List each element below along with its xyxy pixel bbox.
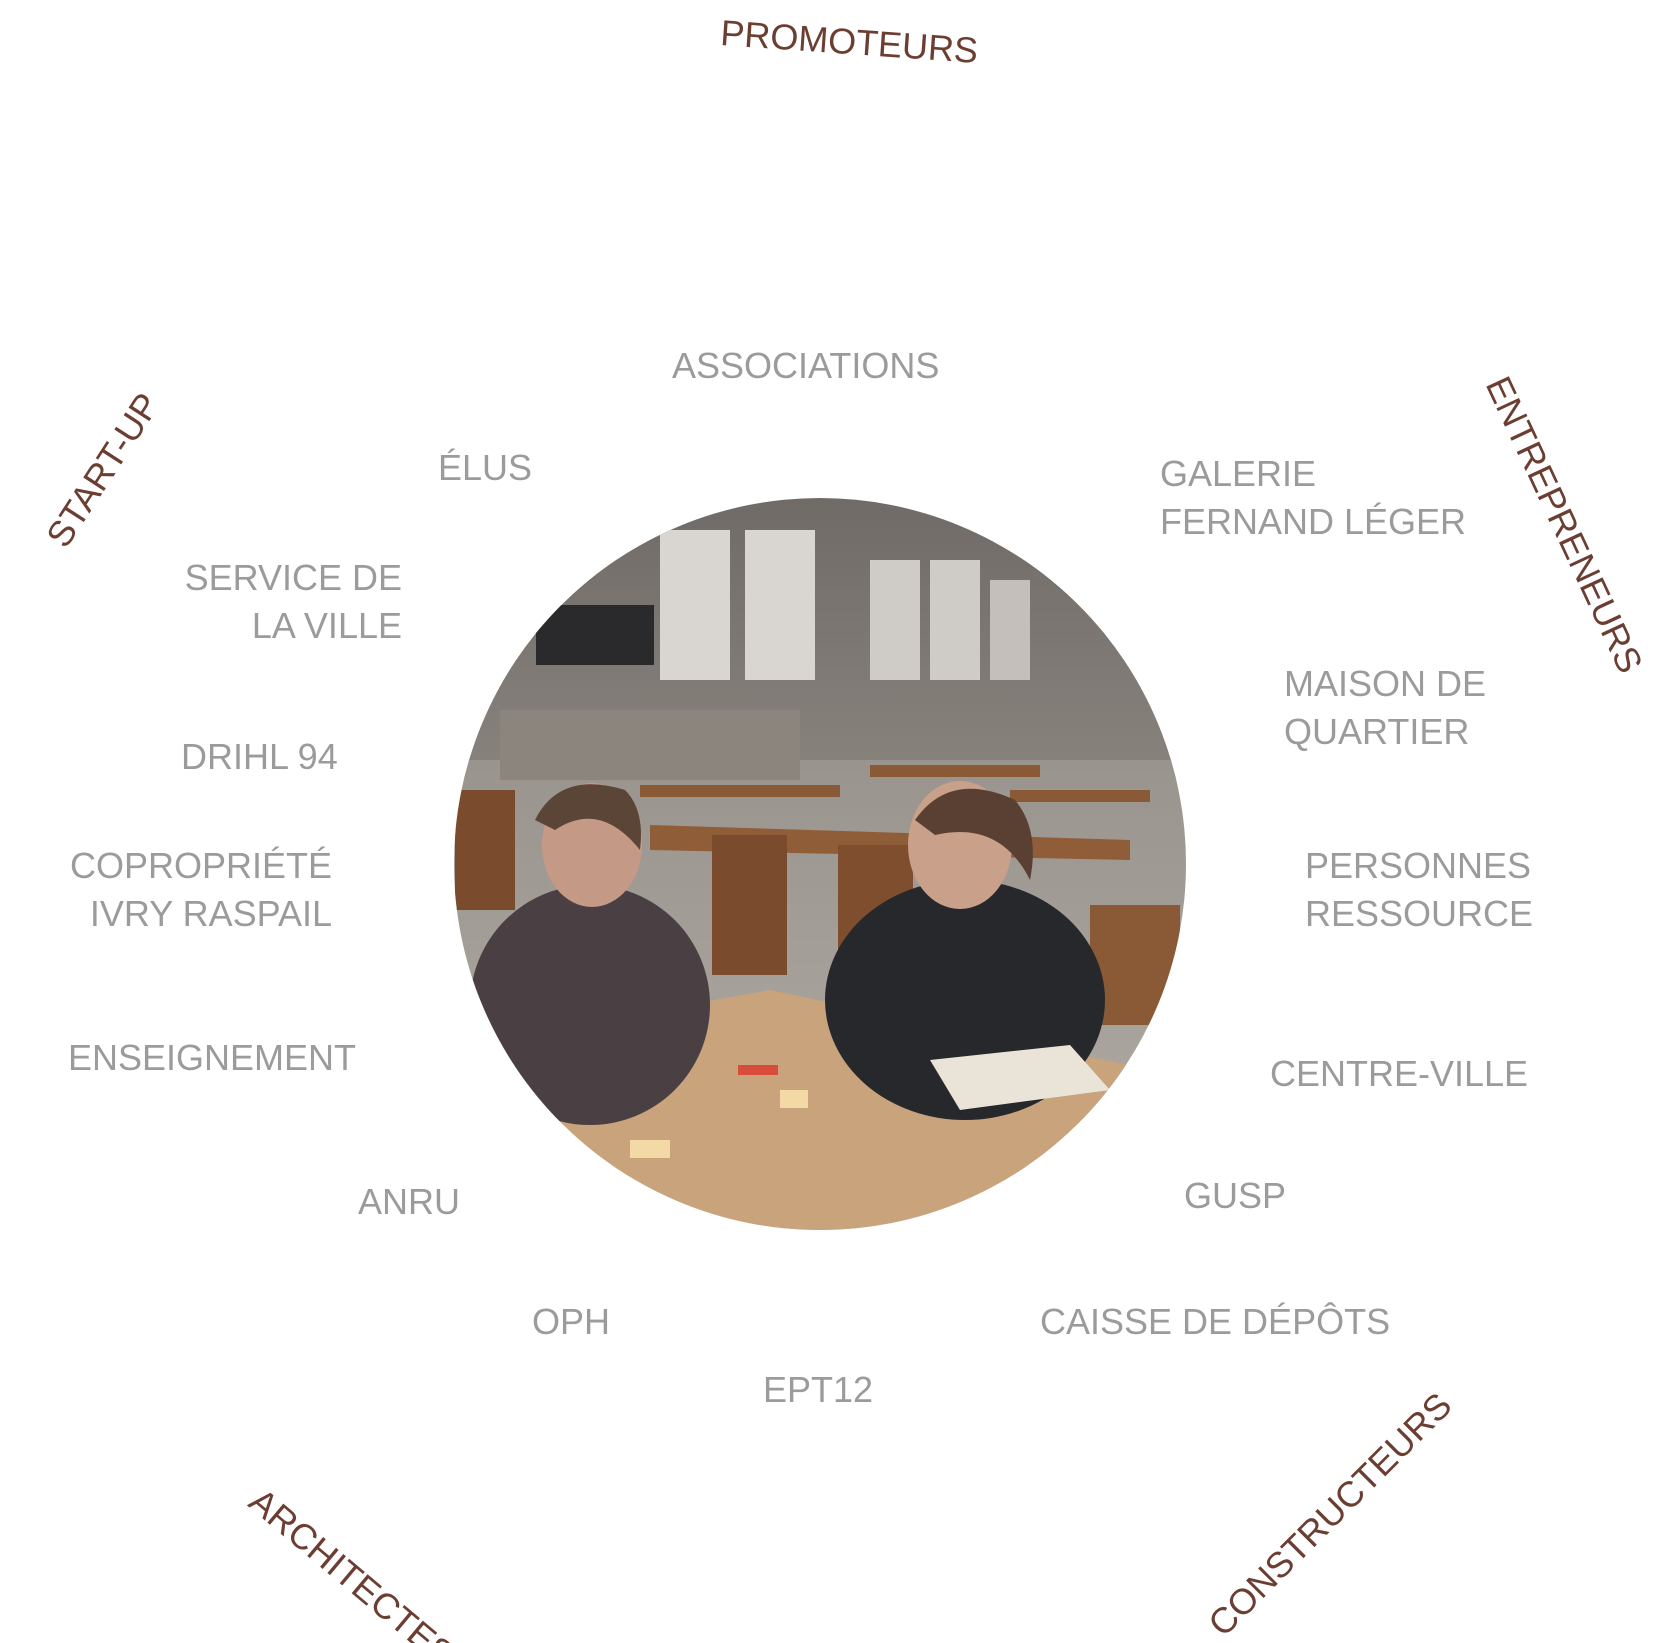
label-elus: ÉLUS — [438, 447, 533, 488]
label-line: RESSOURCE — [1305, 893, 1534, 934]
label-copropriete-ivry-raspail: COPROPRIÉTÉ IVRY RASPAIL — [52, 842, 332, 938]
label-personnes-ressource: PERSONNES RESSOURCE — [1305, 842, 1533, 938]
label-anru: ANRU — [358, 1181, 461, 1222]
label-line: IVRY RASPAIL — [89, 893, 332, 934]
label-caisse-de-depots: CAISSE DE DÉPÔTS — [1040, 1301, 1391, 1342]
label-service-de-la-ville: SERVICE DE LA VILLE — [172, 554, 402, 650]
label-line: QUARTIER — [1284, 711, 1470, 752]
label-associations: ASSOCIATIONS — [672, 345, 940, 386]
label-gusp: GUSP — [1184, 1175, 1287, 1216]
label-line: PERSONNES — [1305, 845, 1532, 886]
label-ept12: EPT12 — [763, 1369, 874, 1410]
label-oph: OPH — [532, 1301, 611, 1342]
label-line: LA VILLE — [251, 605, 402, 646]
label-centre-ville: CENTRE-VILLE — [1270, 1053, 1529, 1094]
label-line: COPROPRIÉTÉ — [69, 845, 332, 886]
label-galerie-fernand-leger: GALERIE FERNAND LÉGER — [1160, 450, 1466, 546]
label-line: FERNAND LÉGER — [1160, 501, 1467, 542]
label-enseignement: ENSEIGNEMENT — [68, 1037, 357, 1078]
label-line: GALERIE — [1160, 453, 1317, 494]
label-maison-de-quartier: MAISON DE QUARTIER — [1284, 660, 1486, 756]
label-line: MAISON DE — [1284, 663, 1487, 704]
label-line: SERVICE DE — [184, 557, 402, 598]
label-drihl-94: DRIHL 94 — [181, 736, 338, 777]
